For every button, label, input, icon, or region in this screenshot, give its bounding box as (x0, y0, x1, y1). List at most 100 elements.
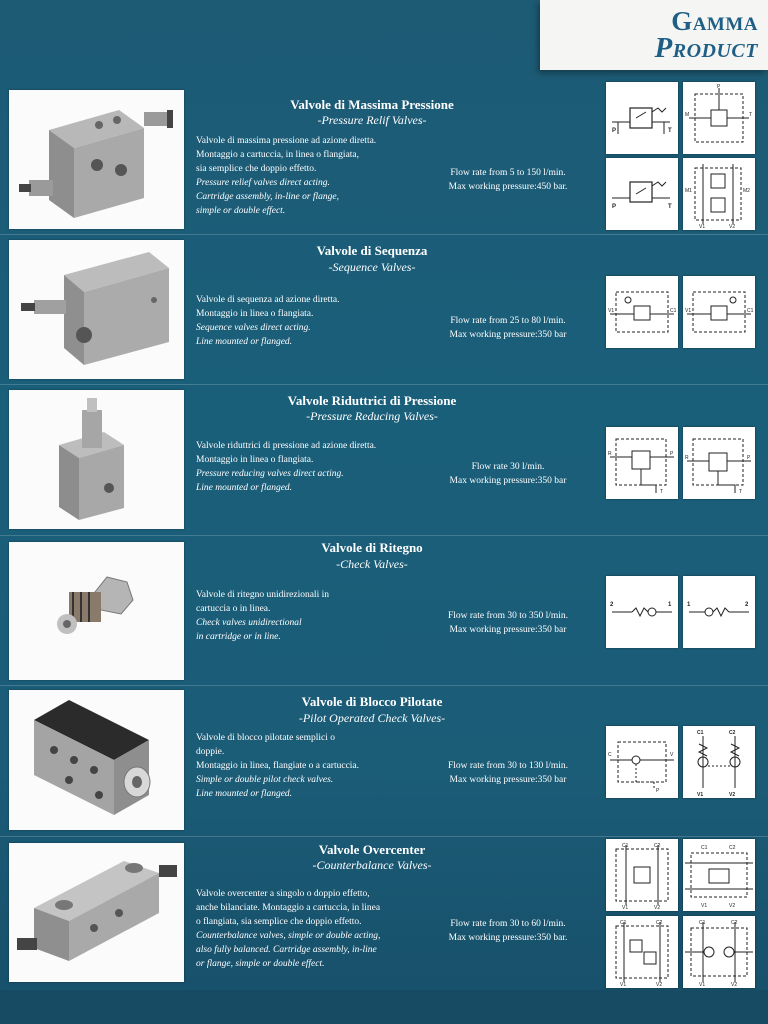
relief-valve-photo (9, 90, 184, 229)
svg-text:P: P (670, 451, 674, 457)
svg-text:V1: V1 (622, 905, 628, 911)
max-pressure: Max working pressure:350 bar (449, 775, 567, 785)
relief-valve-manifold-symbol-icon: P M T (683, 82, 755, 154)
svg-text:V1: V1 (699, 224, 705, 230)
svg-text:C1: C1 (620, 920, 627, 926)
section-description: Valvole di sequenza ad azione diretta.Mo… (196, 295, 340, 347)
svg-text:M1: M1 (685, 188, 692, 194)
relief-valve-image-icon (19, 110, 173, 218)
svg-text:C1: C1 (701, 845, 708, 851)
double-counterbalance-valve-symbol-icon: C1 C2 V1 V2 (606, 916, 678, 988)
pilot-check-valve-symbol-icon: C V P (606, 726, 678, 798)
section-title: Valvole di Blocco Pilotate (301, 694, 443, 709)
section-specs: Flow rate from 30 to 350 l/min. Max work… (428, 609, 588, 637)
section-divider (0, 234, 768, 235)
pilot-check-valve-photo (9, 690, 184, 830)
svg-text:P: P (612, 128, 616, 134)
flow-rate: Flow rate from 25 to 80 l/min. (450, 316, 566, 326)
section-title: Valvole Overcenter (318, 842, 426, 857)
reducing-valve-symbol-icon: R P T (606, 427, 678, 499)
svg-text:V2: V2 (656, 982, 662, 988)
section-divider (0, 535, 768, 536)
section-title: Valvole Riduttrici di Pressione (287, 393, 457, 408)
counterbalance-valve-image-icon (17, 861, 177, 961)
svg-text:V2: V2 (729, 903, 735, 909)
section-divider (0, 836, 768, 837)
sequence-valve-symbol-icon: V1 C1 (606, 276, 678, 348)
svg-text:V1: V1 (608, 308, 614, 314)
svg-text:C: C (608, 752, 612, 758)
svg-text:V1: V1 (685, 308, 691, 314)
bottom-band (0, 990, 768, 1024)
section-subtitle: -Pressure Reducing Valves- (306, 409, 438, 423)
max-pressure: Max working pressure:350 bar (449, 330, 567, 340)
counterbalance-valve-photo (9, 843, 184, 982)
max-pressure: Max working pressure:350 bar (449, 625, 567, 635)
svg-text:V: V (670, 752, 674, 758)
svg-text:P: P (747, 455, 751, 461)
flow-rate: Flow rate 30 l/min. (471, 462, 545, 472)
svg-text:V1: V1 (697, 792, 703, 798)
svg-text:2: 2 (610, 602, 614, 608)
flow-rate: Flow rate from 5 to 150 l/min. (450, 168, 566, 178)
svg-text:V1: V1 (701, 903, 707, 909)
svg-text:P: P (717, 84, 721, 90)
svg-text:C2: C2 (729, 730, 736, 736)
reducing-valve-photo (9, 390, 184, 529)
section-divider (0, 685, 768, 686)
svg-text:M: M (685, 112, 689, 118)
double-pilot-check-valve-symbol-icon: C1 C2 V1 V2 (683, 726, 755, 798)
section-title: Valvole di Ritegno (321, 540, 423, 555)
svg-text:V1: V1 (699, 982, 705, 988)
svg-text:C2: C2 (654, 843, 661, 849)
svg-text:C1: C1 (622, 843, 629, 849)
check-valve-symbol-icon: 2 1 (606, 576, 678, 648)
svg-text:P: P (612, 204, 616, 210)
flow-rate: Flow rate from 30 to 350 l/min. (447, 611, 569, 621)
sequence-valve-image-icon (21, 252, 169, 365)
svg-text:T: T (739, 489, 742, 495)
pilot-check-valve-image-icon (34, 700, 151, 815)
svg-text:C1: C1 (747, 308, 754, 314)
svg-text:T: T (668, 204, 672, 210)
double-counterbalance-valve-symbol-icon: C1 C2 V1 V2 (683, 916, 755, 988)
section-specs: Flow rate from 5 to 150 l/min. Max worki… (428, 166, 588, 194)
brand-logo: Gamma Product (540, 0, 768, 70)
svg-text:T: T (660, 489, 663, 495)
max-pressure: Max working pressure:350 bar (449, 476, 567, 486)
svg-text:T: T (749, 112, 752, 118)
brand-line-1: Gamma (671, 6, 758, 36)
brand-line-2: Product (654, 32, 758, 64)
section-divider (0, 384, 768, 385)
section-specs: Flow rate from 30 to 60 l/min. Max worki… (428, 917, 588, 945)
section-title: Valvole di Massima Pressione (290, 97, 454, 112)
flow-rate: Flow rate from 30 to 130 l/min. (447, 761, 569, 771)
max-pressure: Max working pressure:350 bar. (448, 933, 568, 943)
section-title: Valvole di Sequenza (316, 243, 428, 258)
svg-text:1: 1 (687, 602, 691, 608)
double-relief-valve-symbol-icon: V1 V2 M1 M2 (683, 158, 755, 230)
svg-text:C1: C1 (697, 730, 704, 736)
svg-text:C1: C1 (699, 920, 706, 926)
reducing-valve-image-icon (59, 398, 124, 520)
section-subtitle: -Check Valves- (336, 557, 408, 571)
section-specs: Flow rate from 30 to 130 l/min. Max work… (428, 759, 588, 787)
svg-text:M2: M2 (743, 188, 750, 194)
relief-valve-symbol-icon: P T (606, 82, 678, 154)
check-valve-symbol-icon: 1 2 (683, 576, 755, 648)
sequence-valve-symbol-icon: V1 C1 (683, 276, 755, 348)
svg-text:C1: C1 (670, 308, 677, 314)
reducing-valve-symbol-icon: R P T (683, 427, 755, 499)
svg-text:2: 2 (745, 602, 749, 608)
svg-text:P: P (656, 788, 660, 794)
svg-text:V2: V2 (654, 905, 660, 911)
section-description: Valvole overcenter a singolo o doppio ef… (196, 889, 381, 969)
section-subtitle: -Counterbalance Valves- (312, 858, 432, 872)
sequence-valve-photo (9, 240, 184, 379)
svg-text:V2: V2 (729, 792, 735, 798)
check-valve-photo (9, 542, 184, 680)
section-subtitle: -Sequence Valves- (328, 260, 416, 274)
counterbalance-valve-symbol-icon: C1 C2 V1 V2 (606, 839, 678, 911)
svg-text:V2: V2 (729, 224, 735, 230)
svg-text:C2: C2 (729, 845, 736, 851)
